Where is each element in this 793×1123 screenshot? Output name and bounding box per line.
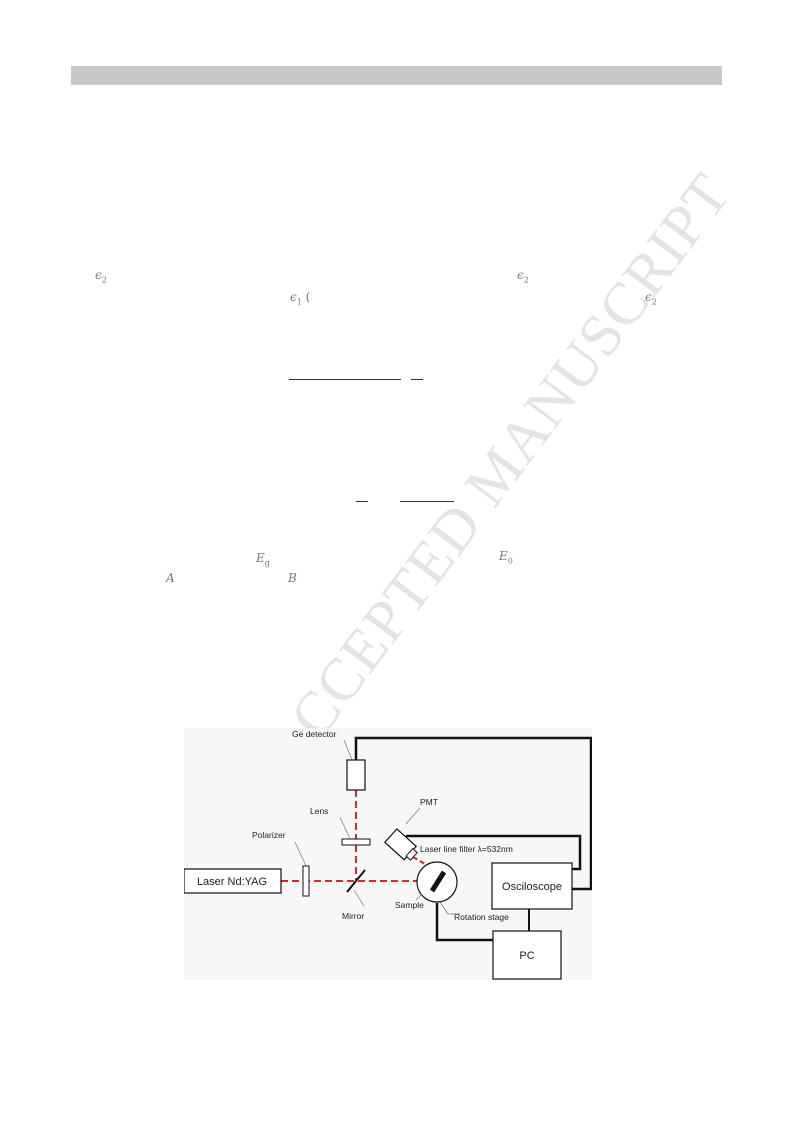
pc-label: PC: [519, 950, 534, 962]
header-bar: [71, 66, 722, 85]
mirror-label: Mirror: [342, 911, 364, 921]
symbol-Eg: Eg: [256, 551, 270, 568]
sample: [429, 870, 447, 893]
polarizer: [302, 865, 310, 897]
symbol-epsilon-1: ϵ1 (: [290, 290, 311, 307]
fraction-bar: [289, 379, 401, 380]
leader-line: [415, 893, 423, 901]
symbol-epsilon-2: ϵ2: [645, 290, 657, 307]
leader-line: [439, 901, 460, 915]
ge-detector-label: Ge detector: [292, 729, 337, 739]
osciloscope-box: [491, 862, 573, 910]
rotation-stage-label: Rotation stage: [454, 912, 509, 922]
leader-line: [353, 889, 365, 907]
osciloscope-label: Osciloscope: [502, 881, 562, 893]
setup-diagram: Laser Nd:YAG Polarizer Mirror Lens Ge de…: [184, 729, 592, 980]
symbol-A: A: [166, 571, 175, 585]
pmt: [383, 828, 418, 861]
fraction-bar: [400, 501, 454, 502]
laser-box: [184, 868, 282, 894]
symbol-B: B: [288, 571, 297, 585]
symbol-epsilon-2: ϵ2: [95, 268, 107, 285]
cable-pmt-to-osciloscope: [406, 834, 582, 871]
pmt-label: PMT: [420, 797, 438, 807]
pc-box: [492, 930, 562, 980]
leader-line: [294, 841, 307, 867]
sample-label: Sample: [395, 900, 424, 910]
leader-line: [405, 807, 421, 825]
lens: [341, 838, 371, 846]
leader-line: [339, 816, 351, 840]
mirror: [346, 869, 366, 893]
laser-label: Laser Nd:YAG: [197, 876, 267, 888]
symbol-E0: E0: [499, 549, 513, 566]
polarizer-label: Polarizer: [252, 830, 286, 840]
cable-ge-to-osciloscope: [354, 736, 592, 891]
ge-detector: [346, 759, 366, 791]
cable-stage-to-pc: [435, 903, 493, 942]
leader-line: [343, 739, 353, 761]
setup-figure: Laser Nd:YAG Polarizer Mirror Lens Ge de…: [184, 728, 592, 980]
lens-label: Lens: [310, 806, 328, 816]
fraction-bar: [356, 501, 368, 502]
fraction-bar: [411, 379, 423, 380]
symbol-epsilon-2: ϵ2: [517, 268, 529, 285]
filter-label: Laser line filter λ=532nm: [420, 844, 513, 854]
watermark: ACCEPTED MANUSCRIPT: [250, 161, 744, 785]
